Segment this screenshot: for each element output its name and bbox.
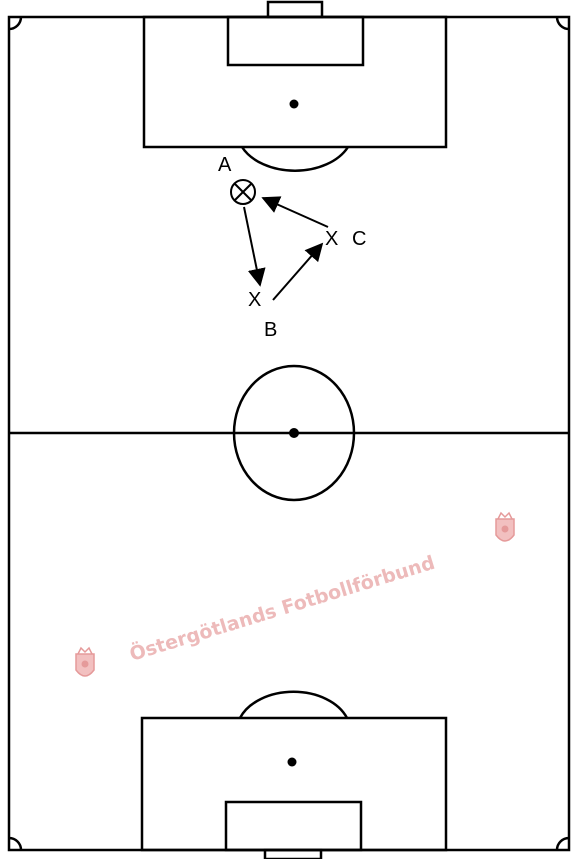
top-goal <box>266 0 324 19</box>
bottom-penalty-area <box>140 716 448 852</box>
bottom-penalty-arc <box>238 690 349 719</box>
pass-arrow-b-to-c <box>272 242 324 301</box>
player-b-marker: X <box>248 289 261 311</box>
top-penalty-area <box>142 15 448 149</box>
player-a-label: A <box>218 154 232 176</box>
bottom-goal <box>263 848 323 859</box>
player-b-label: B <box>264 319 277 341</box>
player-c-label: C <box>352 228 366 250</box>
top-goal-area <box>226 15 365 67</box>
crest-icon-left <box>75 646 95 677</box>
top-penalty-spot <box>289 99 299 109</box>
corner-arc-bottom-left <box>8 836 23 851</box>
bottom-goal-area <box>224 800 363 852</box>
center-spot <box>289 428 299 438</box>
corner-arc-top-right <box>555 16 570 31</box>
pass-arrow-c-to-a <box>261 196 329 228</box>
watermark-text: Östergötlands Fotbollförbund <box>126 550 437 666</box>
corner-arc-top-left <box>8 16 23 31</box>
top-penalty-arc <box>240 146 350 173</box>
corner-arc-bottom-right <box>555 836 570 851</box>
player-c-marker: X <box>325 228 338 250</box>
watermark: Östergötlands Fotbollförbund <box>75 511 515 677</box>
player-a-ball-icon <box>230 179 256 205</box>
bottom-penalty-spot <box>287 757 297 767</box>
pass-arrow-a-to-b <box>243 206 266 287</box>
crest-icon-right <box>495 511 515 542</box>
center-circle <box>232 364 356 502</box>
